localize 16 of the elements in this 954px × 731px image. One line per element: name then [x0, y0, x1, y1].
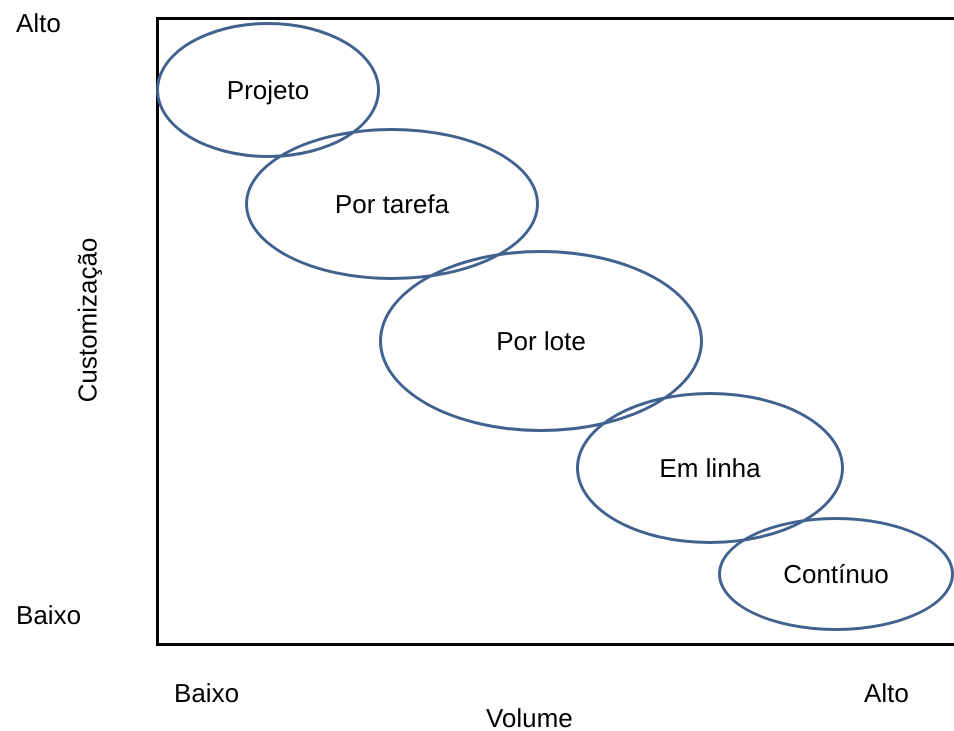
ellipse-label: Projeto	[226, 74, 310, 106]
ellipse	[156, 22, 380, 158]
ellipse-label: Em linha	[659, 452, 761, 484]
ellipse	[718, 517, 954, 631]
ellipse	[379, 250, 703, 432]
axis-tick-label: Alto	[16, 8, 61, 39]
ellipse-label: Por lote	[496, 326, 586, 356]
ellipse	[576, 392, 844, 544]
ellipse-label: Por tarefa	[334, 188, 450, 220]
axis-tick-label: Alto	[864, 678, 909, 709]
axis-tick-label: Baixo	[16, 600, 82, 631]
axis-tick-label: Baixo	[174, 678, 240, 709]
ellipse-label: Contínuo	[783, 558, 889, 590]
axis-title: Volume	[486, 703, 573, 731]
ellipse	[245, 128, 539, 280]
axis-title: Customização	[72, 238, 104, 402]
